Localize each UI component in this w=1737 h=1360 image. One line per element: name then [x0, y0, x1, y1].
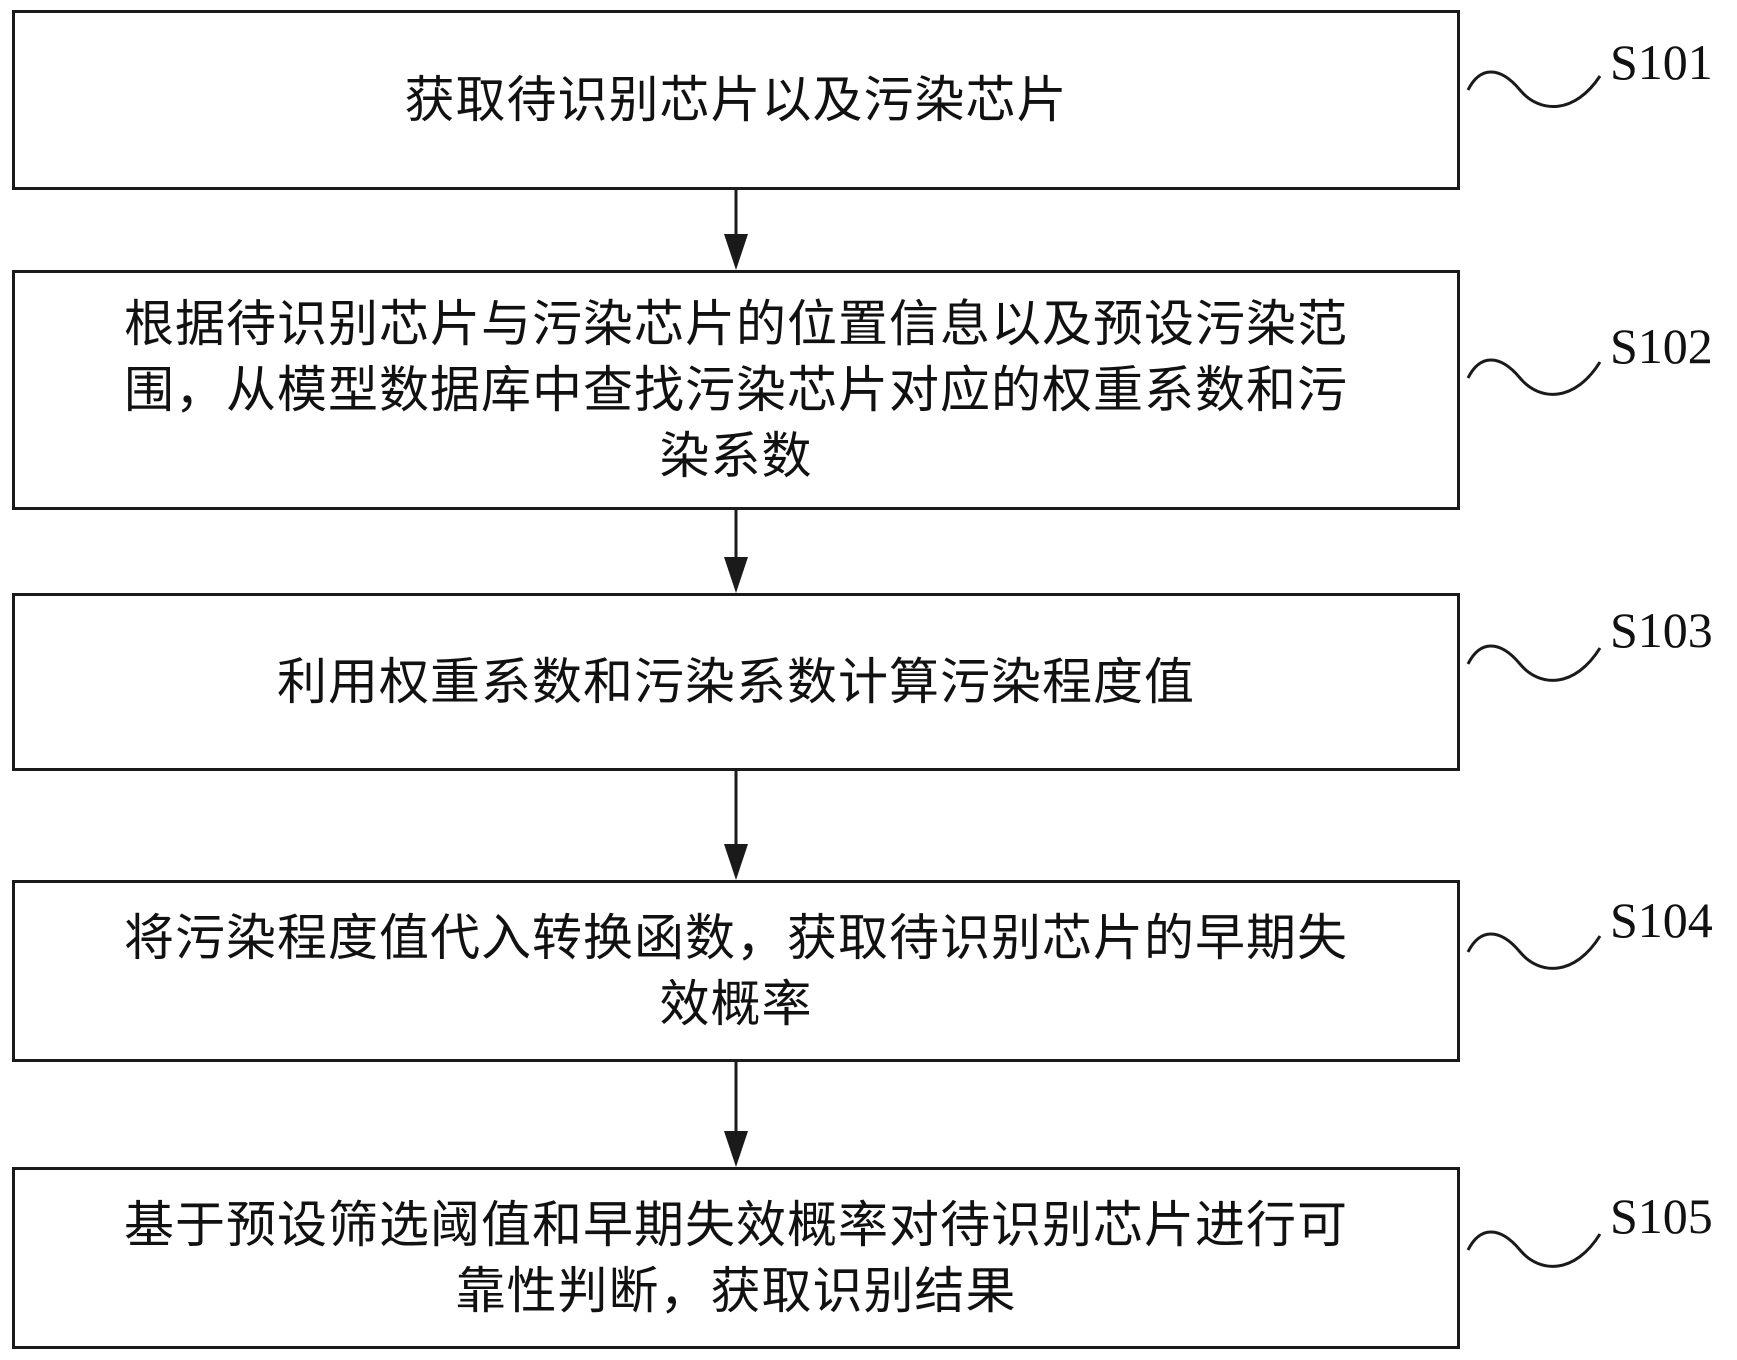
- step-text-s105: 基于预设筛选阈值和早期失效概率对待识别芯片进行可 靠性判断，获取识别结果: [124, 1196, 1348, 1320]
- step-box-s105: 基于预设筛选阈值和早期失效概率对待识别芯片进行可 靠性判断，获取识别结果: [12, 1167, 1460, 1349]
- step-text-s101: 获取待识别芯片以及污染芯片: [404, 71, 1068, 129]
- step-label-s105: S105: [1610, 1188, 1713, 1244]
- leader-line-s101: [1466, 70, 1602, 109]
- step-box-s102: 根据待识别芯片与污染芯片的位置信息以及预设污染范 围，从模型数据库中查找污染芯片…: [12, 270, 1460, 510]
- arrow-s104-s105: [724, 1062, 748, 1167]
- step-box-s104: 将污染程度值代入转换函数，获取待识别芯片的早期失 效概率: [12, 880, 1460, 1062]
- arrow-s101-s102: [724, 190, 748, 270]
- arrow-s103-s104: [724, 771, 748, 880]
- step-label-s104: S104: [1610, 892, 1713, 948]
- step-box-s101: 获取待识别芯片以及污染芯片: [12, 10, 1460, 190]
- step-label-s101: S101: [1610, 34, 1713, 90]
- step-text-s102: 根据待识别芯片与污染芯片的位置信息以及预设污染范 围，从模型数据库中查找污染芯片…: [124, 295, 1348, 485]
- step-label-s102: S102: [1610, 318, 1713, 374]
- arrow-s102-s103: [724, 510, 748, 593]
- step-box-s103: 利用权重系数和污染系数计算污染程度值: [12, 593, 1460, 771]
- leader-line-s103: [1466, 644, 1602, 682]
- step-text-s103: 利用权重系数和污染系数计算污染程度值: [277, 653, 1195, 711]
- step-text-s104: 将污染程度值代入转换函数，获取待识别芯片的早期失 效概率: [124, 909, 1348, 1033]
- leader-line-s102: [1466, 358, 1602, 396]
- leader-line-s105: [1466, 1230, 1602, 1268]
- step-label-s103: S103: [1610, 602, 1713, 658]
- leader-line-s104: [1466, 932, 1602, 970]
